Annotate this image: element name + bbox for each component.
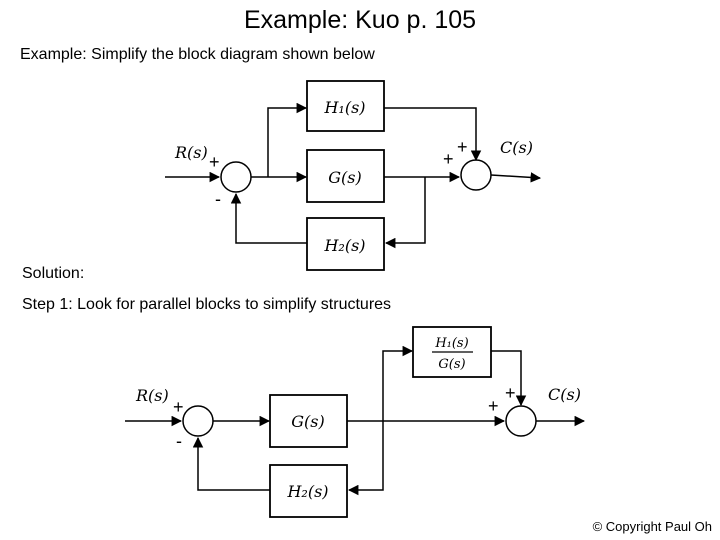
output-signal-line — [490, 172, 542, 183]
intro-text: Example: Simplify the block diagram show… — [20, 46, 375, 63]
diagram-original — [165, 80, 542, 271]
h2-to-sum1 — [192, 436, 270, 491]
sum1-minus-sign: - — [215, 189, 221, 209]
page-title: Example: Kuo p. 105 — [243, 6, 477, 34]
sum1-plus-sign: + — [173, 397, 184, 417]
block-h2 — [306, 217, 385, 271]
diagram-step1-labels: R(s) C(s) H₁(s) G(s) G(s) H₂(s) + - + + — [135, 336, 581, 501]
feedback-to-h2 — [347, 421, 384, 496]
step1-text: Step 1: Look for parallel blocks to simp… — [22, 296, 392, 313]
sum2-plus-left-sign: + — [488, 396, 499, 416]
h1-over-g-output-line — [491, 350, 527, 407]
h2-label: H₂(s) — [323, 236, 365, 255]
copyright-text: © Copyright Paul Oh — [592, 519, 712, 534]
input-label: R(s) — [135, 386, 169, 405]
summing-junction-1 — [220, 161, 252, 193]
block-h1 — [306, 80, 385, 132]
sum2-plus-top-sign: + — [505, 383, 516, 403]
feedback-to-h2 — [384, 177, 426, 249]
sum2-plus-top-sign: + — [457, 137, 468, 157]
sum1-plus-sign: + — [209, 152, 220, 172]
h1-output-line — [384, 107, 482, 162]
summing-junction-1 — [182, 405, 214, 437]
h1-over-g-denominator: G(s) — [438, 357, 465, 372]
g-label: G(s) — [291, 412, 324, 431]
sum2-plus-left-sign: + — [443, 149, 454, 169]
branch-to-h1 — [267, 102, 308, 177]
sum1-minus-sign: - — [176, 431, 182, 451]
h1-over-g-numerator: H₁(s) — [434, 336, 468, 351]
diagram-step1 — [125, 326, 586, 518]
summing-junction-2 — [460, 159, 492, 191]
block-h2 — [269, 464, 348, 518]
h2-to-sum1 — [230, 192, 307, 244]
branch-to-h1-over-g — [382, 345, 414, 421]
diagram-original-labels: R(s) C(s) H₁(s) G(s) H₂(s) + - + + — [174, 98, 533, 255]
output-label: C(s) — [500, 138, 533, 157]
summing-junction-2 — [505, 405, 537, 437]
solution-label: Solution: — [22, 265, 85, 282]
input-label: R(s) — [174, 143, 208, 162]
h2-label: H₂(s) — [286, 482, 328, 501]
block-g — [306, 149, 385, 203]
h1-label: H₁(s) — [323, 98, 365, 117]
output-label: C(s) — [548, 385, 581, 404]
g-label: G(s) — [328, 168, 361, 187]
